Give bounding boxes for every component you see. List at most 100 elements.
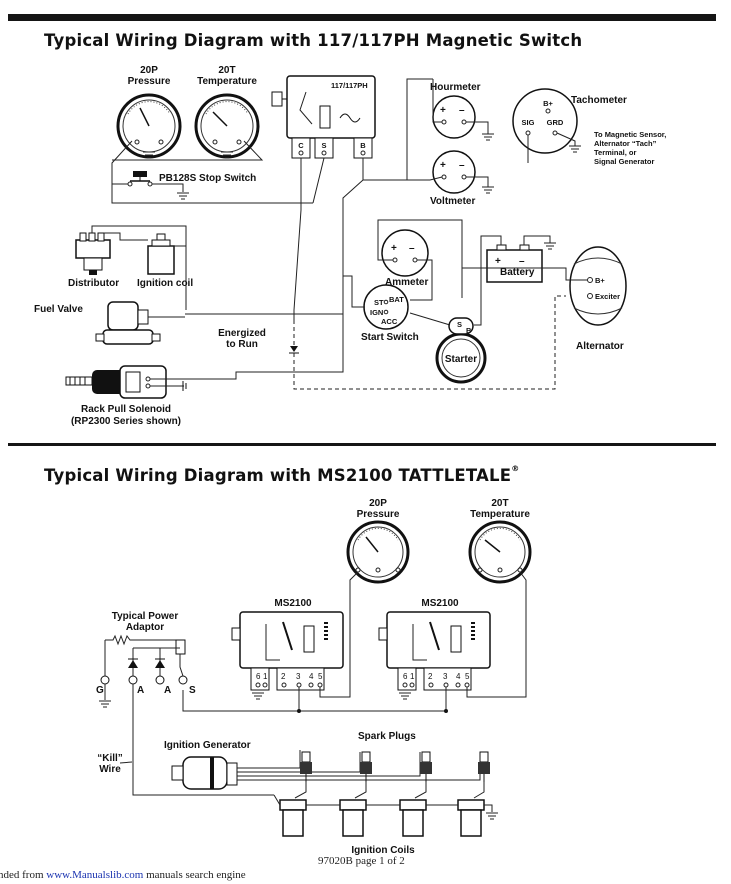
svg-text:+: + xyxy=(495,256,501,267)
ignition-coil-label: Ignition coil xyxy=(137,278,193,289)
ignition-coil-4 xyxy=(457,799,485,837)
start-switch-label: Start Switch xyxy=(361,332,419,343)
starter-label: Starter xyxy=(445,354,477,365)
battery-label: Battery xyxy=(500,267,535,278)
pressure-gauge-code-bottom: 20P xyxy=(369,498,387,509)
adaptor-terminal-a2: A xyxy=(164,685,171,696)
right-terminal-1: 1 xyxy=(410,672,415,681)
tachometer-label: Tachometer xyxy=(571,95,627,106)
hourmeter-label: Hourmeter xyxy=(430,82,481,93)
tach-terminal-grd: GRD xyxy=(547,118,564,127)
ignition-coil-1 xyxy=(279,799,307,837)
rack-pull-solenoid: Rack Pull Solenoid (RP2300 Series shown) xyxy=(65,365,181,427)
svg-text:+: + xyxy=(440,105,446,116)
pressure-gauge-20p-bottom: 20P Pressure xyxy=(346,498,410,584)
adaptor-terminal-a1: A xyxy=(137,685,144,696)
start-terminal-acc: ACC xyxy=(381,317,398,326)
footer-suffix: manuals search engine xyxy=(143,869,246,881)
stop-switch-label: PB128S Stop Switch xyxy=(159,173,256,184)
top-rule xyxy=(8,14,716,21)
spark-plugs-label: Spark Plugs xyxy=(358,731,416,742)
magnetic-switch-117: 117/117PH C S B xyxy=(271,75,376,159)
left-terminal-5: 5 xyxy=(318,672,323,681)
alternator-label: Alternator xyxy=(576,341,624,352)
svg-text:–: – xyxy=(519,256,525,267)
right-terminal-3: 3 xyxy=(443,672,448,681)
power-adaptor: Typical Power Adaptor G A A S xyxy=(96,611,196,696)
manualslib-link[interactable]: www.Manualslib.com xyxy=(46,869,144,881)
ms2100-left-label: MS2100 xyxy=(274,598,312,609)
start-switch: ST BAT IGN ACC Start Switch xyxy=(361,284,419,343)
svg-text:+: + xyxy=(440,160,446,171)
left-terminal-4: 4 xyxy=(309,672,314,681)
kill-wire-label-2: Wire xyxy=(99,764,121,775)
energized-label-1: Energized xyxy=(218,328,266,339)
rack-pull-label-1: Rack Pull Solenoid xyxy=(81,404,171,415)
ignition-coil-2 xyxy=(339,799,367,837)
battery: + – Battery xyxy=(486,244,543,283)
power-adaptor-label-2: Adaptor xyxy=(126,622,164,633)
temperature-gauge-20t: 20T Temperature xyxy=(194,65,260,159)
svg-text:–: – xyxy=(409,243,415,254)
left-terminal-3: 3 xyxy=(296,672,301,681)
starter-motor: Starter S B xyxy=(435,317,487,384)
temperature-gauge-label-bottom: Temperature xyxy=(470,509,530,520)
footer-prefix: nded from xyxy=(0,869,47,881)
tach-note-1: To Magnetic Sensor, xyxy=(594,130,666,139)
temperature-gauge-20t-bottom: 20T Temperature xyxy=(468,498,532,584)
temperature-gauge-label: Temperature xyxy=(197,76,257,87)
svg-text:+: + xyxy=(391,243,397,254)
start-terminal-ign: IGN xyxy=(370,308,383,317)
ignition-coils-label: Ignition Coils xyxy=(351,845,415,856)
page-number: 97020B page 1 of 2 xyxy=(318,855,405,867)
right-terminal-2: 2 xyxy=(428,672,433,681)
distributor: Distributor xyxy=(68,232,119,289)
ammeter: + – Ammeter xyxy=(381,229,429,288)
ignition-coil: Ignition coil xyxy=(137,233,193,289)
ammeter-label: Ammeter xyxy=(385,277,428,288)
svg-text:–: – xyxy=(459,105,465,116)
start-terminal-bat: BAT xyxy=(389,295,404,304)
pressure-gauge-label: Pressure xyxy=(128,76,171,87)
right-terminal-5: 5 xyxy=(465,672,470,681)
alternator: B+ Exciter Alternator xyxy=(569,246,627,352)
tach-note-3: Terminal, or xyxy=(594,148,636,157)
fuel-valve-label: Fuel Valve xyxy=(34,304,83,315)
switch-terminal-c: C xyxy=(298,141,304,150)
right-terminal-4: 4 xyxy=(456,672,461,681)
starter-terminal-b: B xyxy=(466,326,472,335)
tach-note-4: Signal Generator xyxy=(594,157,655,166)
ms2100-right-terminals: 6 1 2 3 4 5 xyxy=(397,667,472,691)
tachometer: Tachometer B+ SIG GRD xyxy=(512,88,627,154)
ignition-coil-3 xyxy=(399,799,427,837)
pressure-gauge-20p: 20P Pressure xyxy=(116,65,182,159)
right-terminal-6: 6 xyxy=(403,672,408,681)
spark-plug-3 xyxy=(420,751,432,782)
spark-plug-1 xyxy=(300,751,312,782)
tach-note-2: Alternator “Tach” xyxy=(594,139,657,148)
start-terminal-st: ST xyxy=(374,298,384,307)
temperature-gauge-code: 20T xyxy=(218,65,235,76)
spark-plug-2 xyxy=(360,751,372,782)
left-terminal-6: 6 xyxy=(256,672,261,681)
stop-switch: PB128S Stop Switch xyxy=(127,171,256,187)
section-divider xyxy=(8,443,716,446)
diagram-title-tattletale: Typical Wiring Diagram with MS2100 TATTL… xyxy=(44,464,519,485)
ms2100-right: MS2100 xyxy=(378,598,491,669)
ignition-generator: Ignition Generator xyxy=(164,740,251,790)
adaptor-terminal-s: S xyxy=(189,685,196,696)
starter-terminal-s: S xyxy=(457,320,462,329)
tach-terminal-sig: SIG xyxy=(522,118,535,127)
hourmeter: Hourmeter + – xyxy=(430,82,481,139)
voltmeter-label: Voltmeter xyxy=(430,196,475,207)
pressure-gauge-label-bottom: Pressure xyxy=(357,509,400,520)
ms2100-left: MS2100 xyxy=(231,598,344,669)
footer: nded from www.Manualslib.com manuals sea… xyxy=(0,869,246,881)
temperature-gauge-code-bottom: 20T xyxy=(491,498,508,509)
title-text: Typical Wiring Diagram with MS2100 TATTL… xyxy=(44,466,512,485)
ignition-generator-label: Ignition Generator xyxy=(164,740,251,751)
diagram-title-magnetic-switch: Typical Wiring Diagram with 117/117PH Ma… xyxy=(44,31,583,50)
alternator-terminal-bplus: B+ xyxy=(595,276,605,285)
spark-plug-4 xyxy=(478,751,490,782)
